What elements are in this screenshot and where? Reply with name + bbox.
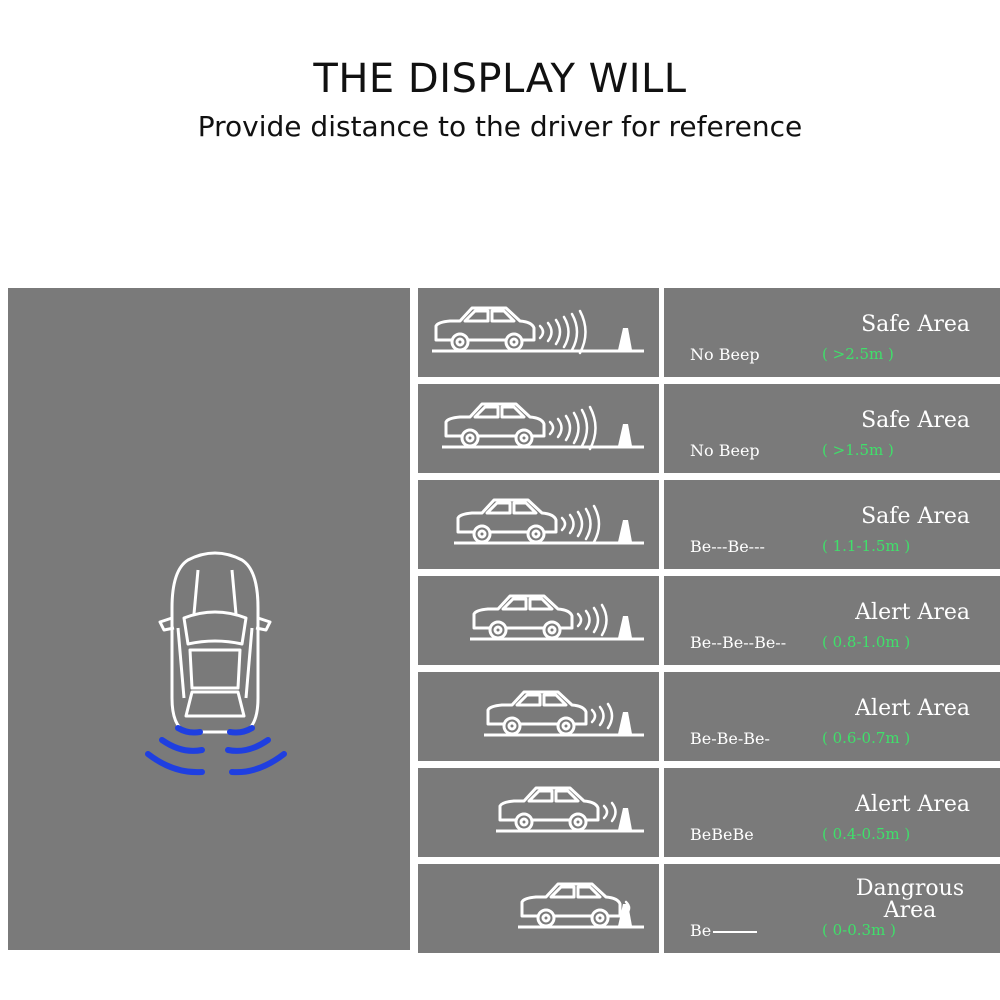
long-beep-line <box>713 930 758 933</box>
obstacle-cone-icon <box>618 328 632 350</box>
sound-wave-icon <box>548 405 597 451</box>
area-label: Dangrous Area <box>850 878 970 922</box>
obstacle-cone-icon <box>618 808 632 830</box>
beep-label: BeBeBe <box>690 825 754 844</box>
status-cell: Dangrous Area Be ( 0-0.3m ) <box>664 864 1000 953</box>
side-car-icon <box>472 594 574 640</box>
area-label: Safe Area <box>861 504 970 529</box>
area-label-line2: Area <box>883 898 937 923</box>
status-cell: Safe Area No Beep ( >2.5m ) <box>664 288 1000 377</box>
status-cell: Alert Area Be--Be--Be-- ( 0.8-1.0m ) <box>664 576 1000 665</box>
table-row: Alert Area Be--Be--Be-- ( 0.8-1.0m ) <box>418 576 1000 665</box>
car-sensor-icon <box>454 498 644 545</box>
range-label: ( 0.4-0.5m ) <box>822 825 911 843</box>
table-row: Safe Area Be---Be--- ( 1.1-1.5m ) <box>418 480 1000 569</box>
sound-wave-icon <box>590 702 614 730</box>
side-car-icon <box>486 690 588 736</box>
side-car-icon <box>498 786 600 832</box>
car-wave-image <box>418 576 659 665</box>
car-sensor-icon <box>442 402 644 451</box>
side-car-icon <box>520 882 622 928</box>
obstacle-cone-icon <box>618 712 632 734</box>
beep-label: Be---Be--- <box>690 537 765 556</box>
status-cell: Safe Area No Beep ( >1.5m ) <box>664 384 1000 473</box>
obstacle-cone-icon <box>618 616 632 638</box>
status-cell: Alert Area BeBeBe ( 0.4-0.5m ) <box>664 768 1000 857</box>
car-wave-image <box>418 384 659 473</box>
area-label: Alert Area <box>855 696 970 721</box>
range-label: ( 0.6-0.7m ) <box>822 729 911 747</box>
sound-wave-icon <box>538 309 587 355</box>
car-sensor-icon <box>484 690 644 737</box>
status-cell: Safe Area Be---Be--- ( 1.1-1.5m ) <box>664 480 1000 569</box>
obstacle-cone-icon <box>618 904 632 926</box>
beep-label: Be-Be-Be- <box>690 729 770 748</box>
area-label: Safe Area <box>861 312 970 337</box>
beep-label: Be--Be--Be-- <box>690 633 787 652</box>
beep-label: No Beep <box>690 345 760 364</box>
area-label: Safe Area <box>861 408 970 433</box>
car-wave-image <box>418 864 659 953</box>
car-top-view-icon <box>145 551 287 776</box>
obstacle-cone-icon <box>618 424 632 446</box>
top-view-car-panel <box>8 288 410 950</box>
area-label-line1: Dangrous <box>855 876 965 901</box>
table-row: Safe Area No Beep ( >1.5m ) <box>418 384 1000 473</box>
page-subtitle: Provide distance to the driver for refer… <box>197 110 803 143</box>
range-label: ( >1.5m ) <box>822 441 894 459</box>
page-title: THE DISPLAY WILL <box>313 56 687 102</box>
beep-label: Be <box>690 921 758 940</box>
range-label: ( 0-0.3m ) <box>822 921 896 939</box>
car-wave-image <box>418 672 659 761</box>
side-car-icon <box>444 402 546 448</box>
table-row: Dangrous Area Be ( 0-0.3m ) <box>418 864 1000 953</box>
range-label: ( 0.8-1.0m ) <box>822 633 911 651</box>
range-label: ( 1.1-1.5m ) <box>822 537 911 555</box>
car-sensor-icon <box>470 594 644 641</box>
beep-label-text: Be <box>690 921 712 940</box>
area-label: Alert Area <box>855 600 970 625</box>
side-car-icon <box>456 498 558 544</box>
obstacle-cone-icon <box>618 520 632 542</box>
car-wave-image <box>418 768 659 857</box>
table-row: Safe Area No Beep ( >2.5m ) <box>418 288 1000 377</box>
car-sensor-icon <box>432 306 644 355</box>
status-cell: Alert Area Be-Be-Be- ( 0.6-0.7m ) <box>664 672 1000 761</box>
side-car-icon <box>434 306 536 352</box>
beep-label: No Beep <box>690 441 760 460</box>
car-wave-image <box>418 288 659 377</box>
sound-wave-icon <box>560 504 601 544</box>
range-label: ( >2.5m ) <box>822 345 894 363</box>
car-sensor-icon <box>518 882 644 929</box>
area-label: Alert Area <box>855 792 970 817</box>
table-row: Alert Area BeBeBe ( 0.4-0.5m ) <box>418 768 1000 857</box>
table-row: Alert Area Be-Be-Be- ( 0.6-0.7m ) <box>418 672 1000 761</box>
car-sensor-icon <box>496 786 644 833</box>
car-wave-image <box>418 480 659 569</box>
sound-wave-icon <box>602 801 617 823</box>
sound-wave-icon <box>576 603 608 637</box>
